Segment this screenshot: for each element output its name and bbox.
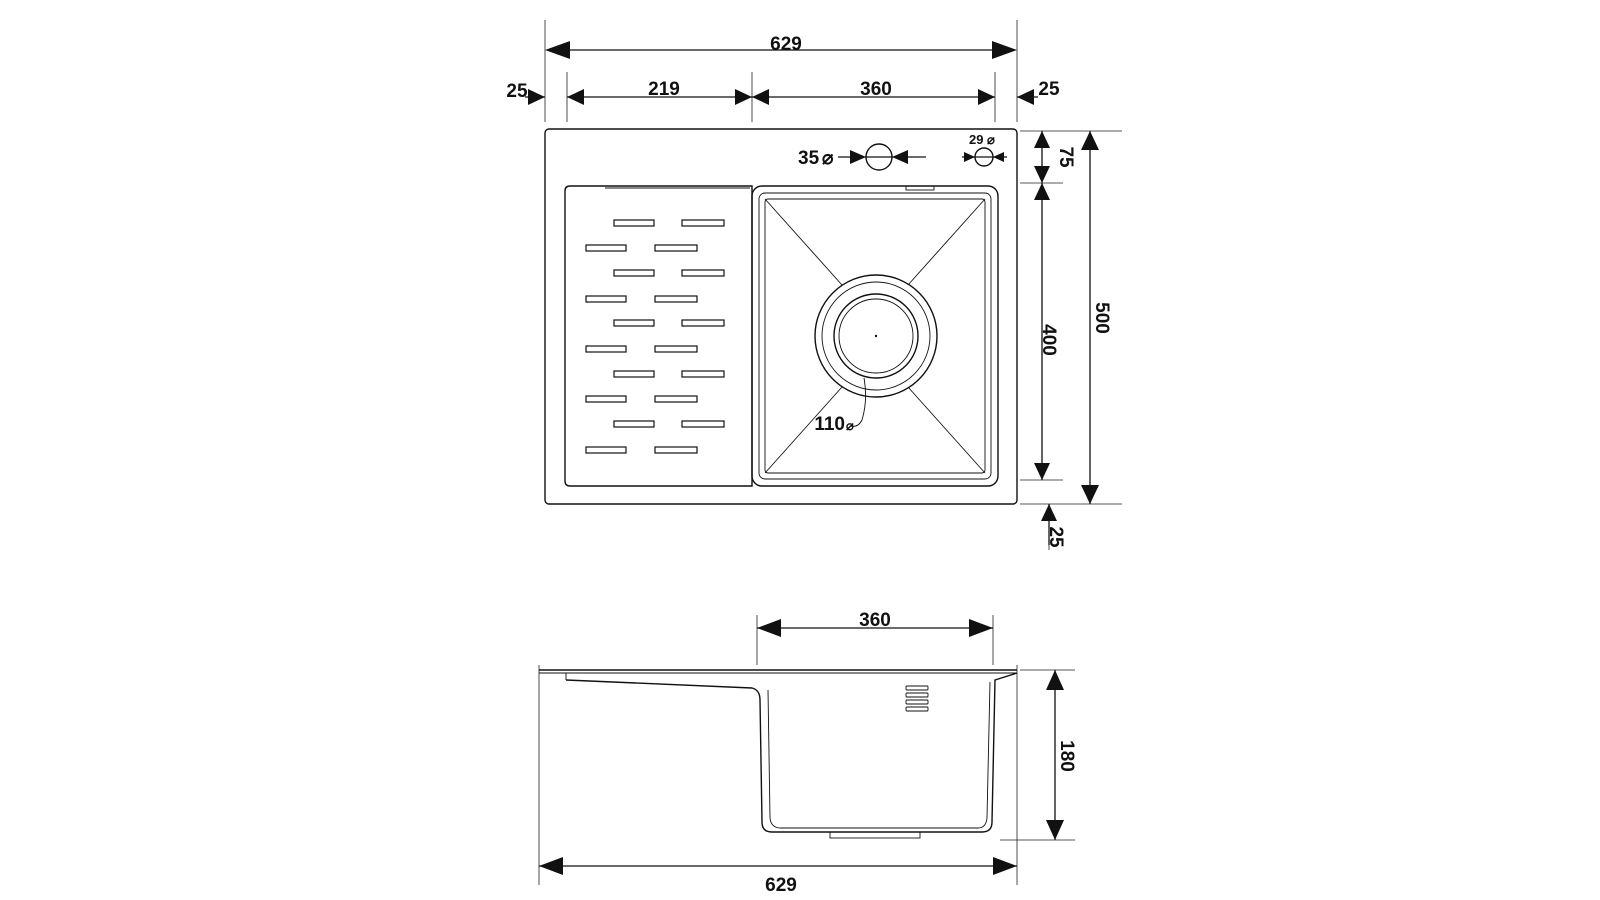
label-bottom-margin: 25 xyxy=(1045,526,1066,548)
drain-slot xyxy=(613,319,655,327)
label-drain-diameter: 110 xyxy=(814,414,845,435)
label-left-margin: 25 xyxy=(506,81,528,102)
extension-lines xyxy=(544,20,1122,550)
dimension-bowl-depth: 180 xyxy=(1046,670,1077,840)
diameter-icon: ⌀ xyxy=(846,418,854,433)
drainboard xyxy=(564,185,753,487)
drain-slot xyxy=(613,269,655,277)
drain-slot xyxy=(654,295,698,303)
drain-slot xyxy=(613,370,655,378)
second-hole: 29 ⌀ xyxy=(962,132,1007,167)
dimension-bottom-margin: 25 xyxy=(1041,504,1066,548)
drain-slot xyxy=(585,345,627,353)
drain-slot xyxy=(585,395,627,403)
label-bowl-length: 400 xyxy=(1038,324,1059,356)
drain-slot xyxy=(681,269,725,277)
drain-outlet: 110 ⌀ xyxy=(814,274,938,435)
dimension-top-margin: 75 xyxy=(1034,131,1076,183)
plan-view: 629 25 219 360 25 xyxy=(506,20,1122,550)
drain-slot xyxy=(654,446,698,454)
drain-slot xyxy=(585,295,627,303)
sink-bowl xyxy=(751,185,999,487)
label-bowl-width: 360 xyxy=(860,79,892,100)
overflow-slot xyxy=(905,706,929,712)
overflow-slot xyxy=(905,692,929,698)
label-second-hole-diameter: 29 xyxy=(969,132,983,147)
drain-slot xyxy=(585,446,627,454)
label-overall-depth: 500 xyxy=(1091,302,1112,334)
label-drainboard-width: 219 xyxy=(648,79,680,100)
tap-hole: 35 ⌀ xyxy=(798,143,926,171)
side-view: 360 180 629 xyxy=(538,610,1077,896)
dimension-side-bowl-width: 360 xyxy=(757,610,993,637)
drain-slot xyxy=(654,244,698,252)
dimension-overall-width: 629 xyxy=(545,34,1017,59)
dimension-bowl-length: 400 xyxy=(1034,183,1059,480)
drain-slot xyxy=(654,345,698,353)
drain-slot xyxy=(654,395,698,403)
drain-slot xyxy=(681,219,725,227)
sink-profile xyxy=(539,669,1018,839)
drain-slot xyxy=(613,219,655,227)
dimension-segment-row: 25 219 360 25 xyxy=(506,79,1060,105)
drain-slot xyxy=(585,244,627,252)
label-overall-width: 629 xyxy=(770,34,802,55)
dimension-overall-depth: 500 xyxy=(1081,131,1112,504)
label-tap-hole-diameter: 35 xyxy=(798,148,820,169)
label-side-bowl-width: 360 xyxy=(859,610,891,631)
overflow-slot xyxy=(905,699,929,705)
drain-slot xyxy=(613,420,655,428)
label-right-margin: 25 xyxy=(1038,79,1060,100)
diameter-icon: ⌀ xyxy=(987,132,995,147)
dimension-side-overall-width: 629 xyxy=(539,857,1017,896)
drain-slot xyxy=(681,420,725,428)
label-side-overall-width: 629 xyxy=(765,875,797,896)
diameter-icon: ⌀ xyxy=(822,148,834,169)
label-top-margin: 75 xyxy=(1055,146,1076,168)
drain-slot xyxy=(681,319,725,327)
overflow-slot xyxy=(905,685,929,691)
sink-deck-outline xyxy=(544,128,1018,505)
drain-slot xyxy=(681,370,725,378)
label-bowl-depth: 180 xyxy=(1056,740,1077,772)
